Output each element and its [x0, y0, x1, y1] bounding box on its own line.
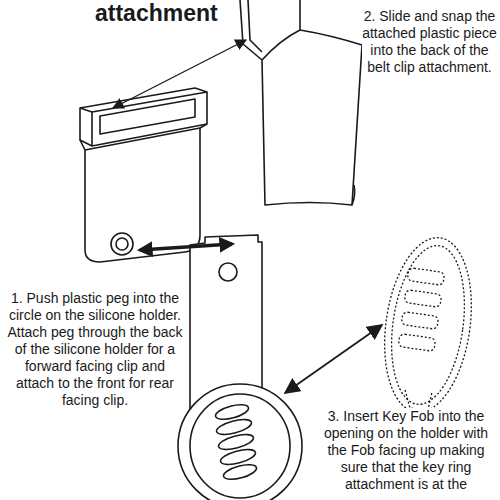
- fob-key: [404, 290, 441, 308]
- plastic-piece: [80, 88, 207, 262]
- holder-rim: [190, 394, 290, 498]
- fob-button: [222, 462, 258, 482]
- fob-key: [398, 334, 435, 352]
- fob-outline: [374, 232, 482, 418]
- double-arrow: [113, 40, 246, 108]
- clip-body: [240, 0, 362, 205]
- fob-key: [401, 312, 438, 330]
- peg-top: [116, 238, 128, 250]
- double-arrow: [285, 325, 382, 393]
- instruction-note: 1. Push plastic peg into the circle on t…: [4, 290, 186, 409]
- fob-key: [407, 268, 444, 286]
- holder-hole: [219, 263, 237, 281]
- clip-fold: [262, 30, 300, 60]
- clip-curl: [352, 185, 355, 205]
- plastic-slot: [100, 99, 195, 134]
- frame-joint: [80, 124, 207, 150]
- belt-clip: [240, 0, 362, 205]
- plastic-peg: [111, 233, 133, 255]
- plastic-plate: [85, 128, 200, 262]
- plastic-frame: [80, 88, 207, 146]
- instruction-note: 2. Slide and snap the attached plastic p…: [362, 8, 497, 76]
- instruction-note: 3. Insert Key Fob into the opening on th…: [316, 408, 496, 493]
- double-arrow: [140, 244, 232, 250]
- silicone-holder: [178, 235, 302, 500]
- fob-ring-tab: [405, 390, 432, 410]
- key-fob: [374, 232, 482, 418]
- title: attachment: [95, 0, 218, 26]
- holder-pocket: [178, 384, 302, 500]
- frame-edge: [80, 92, 207, 146]
- fob-inner: [382, 241, 474, 409]
- clip-edge: [248, 0, 262, 52]
